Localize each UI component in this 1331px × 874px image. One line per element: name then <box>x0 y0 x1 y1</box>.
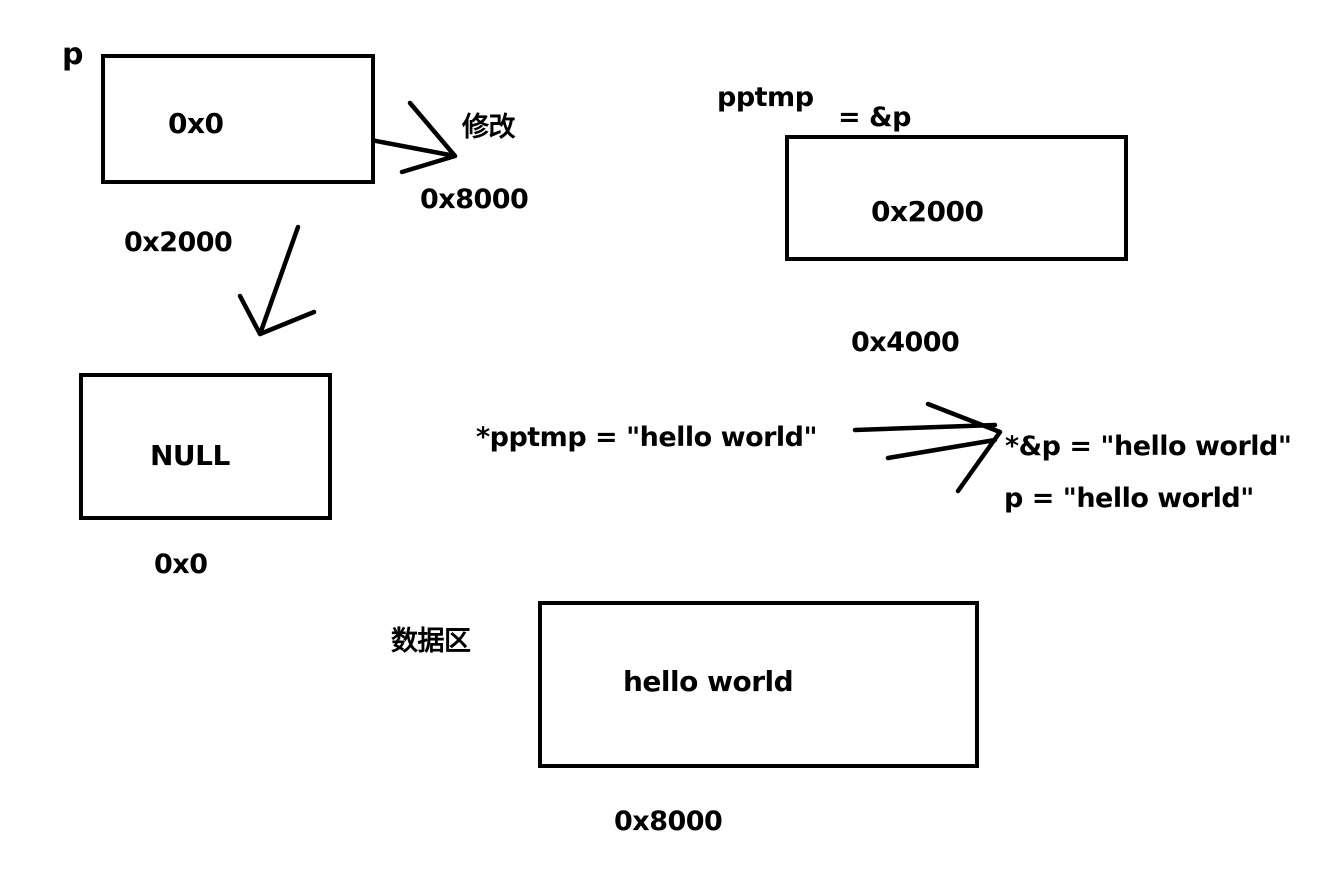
equivalence-arrow <box>852 401 1003 494</box>
pptmp-box <box>785 135 1128 261</box>
p-value: 0x0 <box>168 107 224 140</box>
p-box <box>101 54 375 184</box>
p-label: p <box>62 37 83 72</box>
pptmp-value: 0x2000 <box>871 195 984 228</box>
equivalent-expression-2: p = "hello world" <box>1004 483 1254 514</box>
data-area-box <box>538 601 979 768</box>
pptmp-label: pptmp <box>717 82 814 113</box>
modify-target-address: 0x8000 <box>420 184 529 215</box>
equivalent-expression-1: *&p = "hello world" <box>1005 431 1292 462</box>
null-box <box>79 373 332 520</box>
null-address: 0x0 <box>154 549 208 580</box>
p-to-null-arrow <box>237 224 317 337</box>
data-area-value: hello world <box>623 665 794 698</box>
data-area-address: 0x8000 <box>614 806 723 837</box>
null-value: NULL <box>150 439 230 472</box>
pptmp-assign: = &p <box>838 102 911 133</box>
modify-label: 修改 <box>462 112 516 143</box>
p-address: 0x2000 <box>124 227 233 258</box>
pptmp-address: 0x4000 <box>851 327 960 358</box>
deref-assign-expression: *pptmp = "hello world" <box>476 422 818 453</box>
data-area-label: 数据区 <box>391 626 471 657</box>
